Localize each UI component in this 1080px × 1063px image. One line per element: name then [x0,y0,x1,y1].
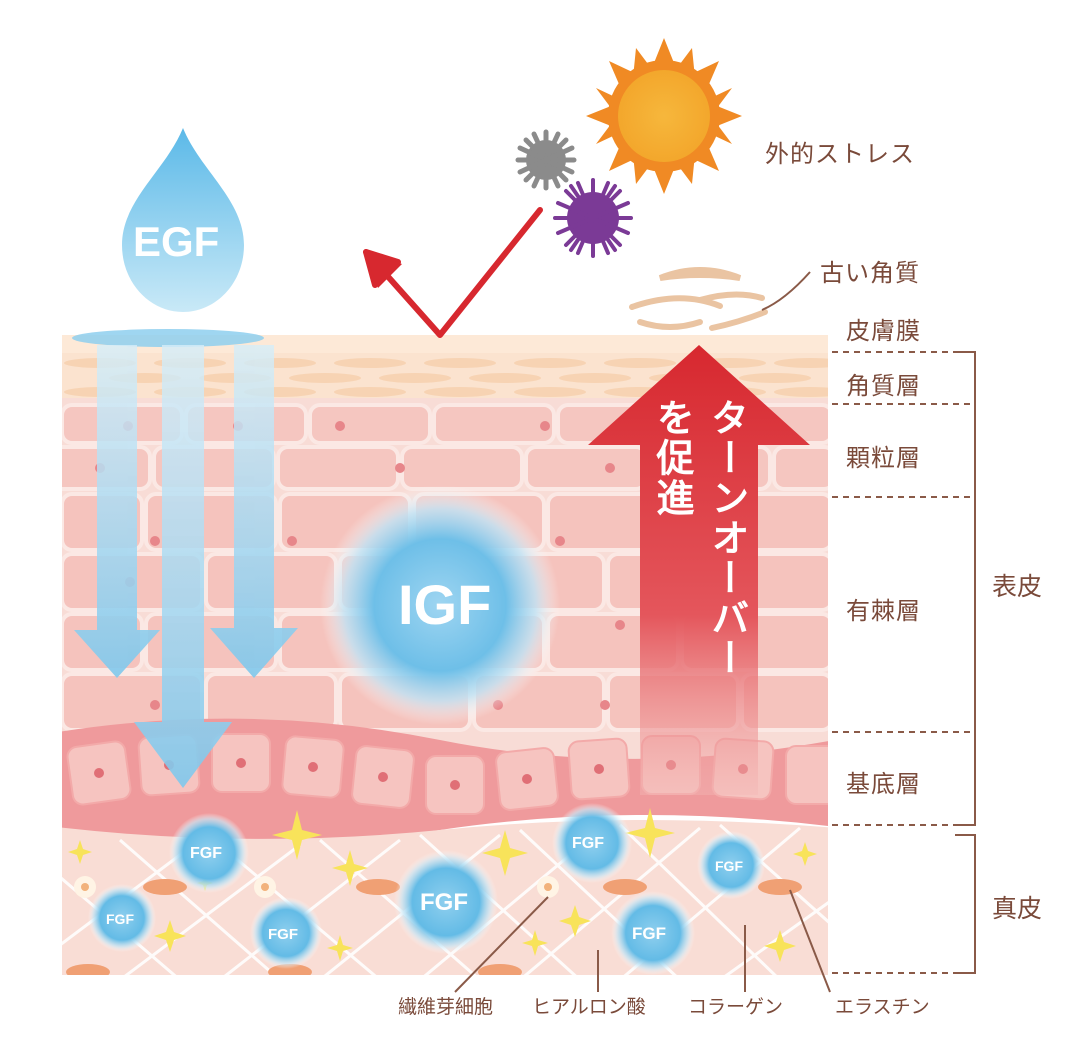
fgf-orb [250,897,322,969]
fgf-label: FGF [190,845,222,862]
fgf-orb [697,831,765,899]
label-dermis: 真皮 [992,894,1043,923]
fgf-orbs [88,803,765,975]
turnover-text: ターンオーバー [704,398,749,678]
fgf-orb [394,850,498,954]
turnover-arrow [588,345,810,795]
fgf-label: FGF [632,924,666,943]
label-granular-layer: 顆粒層 [846,444,921,472]
egf-drop [122,128,244,312]
hyaluronic-sparkles [68,808,817,962]
elastin-fibers [66,879,802,975]
label-spinous-layer: 有棘層 [846,597,921,625]
gray-particle-icon [515,129,577,191]
fgf-label: FGF [572,835,604,852]
label-stratum-corneum: 角質層 [846,372,921,400]
label-epidermis: 表皮 [992,572,1043,601]
layer-dividers [832,351,975,974]
label-external-stress: 外的ストレス [765,140,915,168]
fibroblasts [74,876,559,898]
old-keratin-flakes [629,267,768,331]
label-old-keratin: 古い角質 [820,259,920,287]
sun-icon [586,38,742,194]
fgf-label: FGF [106,911,134,927]
label-basal-layer: 基底層 [846,770,921,798]
fgf-orb [169,813,249,893]
egf-label: EGF [133,218,220,265]
group-brackets [955,351,976,974]
fgf-label: FGF [420,889,468,916]
fgf-orb [552,803,632,883]
fgf-orb [611,891,695,975]
fgf-label: FGF [268,926,298,943]
label-collagen: コラーゲン [688,996,784,1018]
label-fibroblast: 繊維芽細胞 [398,996,494,1018]
label-hyaluronic-acid: ヒアルロン酸 [532,996,646,1018]
fgf-label: FGF [715,858,743,874]
virus-icon [553,178,633,258]
igf-label: IGF [398,573,492,636]
promote-text: を促進 [649,398,694,518]
label-sebum-film: 皮膚膜 [846,317,921,345]
reflect-arrowhead [364,250,402,288]
egf-arrows [72,329,298,788]
fgf-orb [88,884,156,952]
label-elastin: エラスチン [835,996,930,1018]
leader-lines [454,271,831,993]
igf-orb [320,485,560,725]
